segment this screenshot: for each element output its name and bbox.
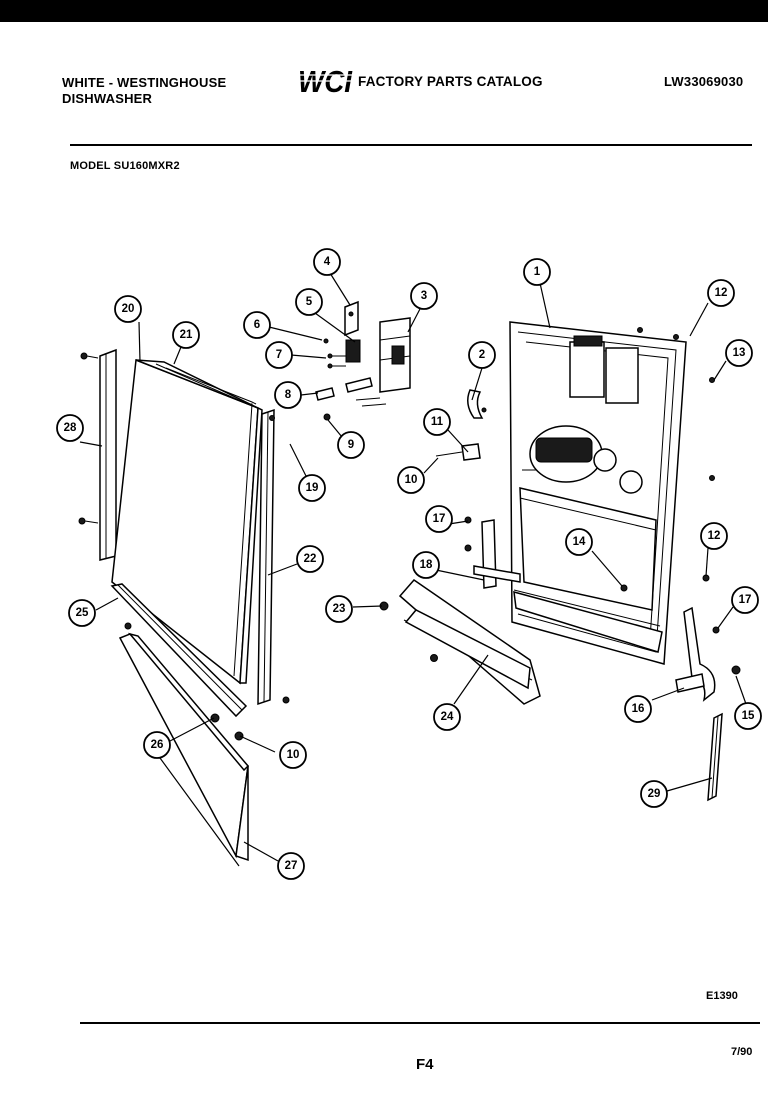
brand-line-1: WHITE - WESTINGHOUSE [62, 75, 227, 90]
door-liner-gasket [155, 363, 257, 677]
svg-text:19: 19 [306, 482, 319, 494]
svg-text:13: 13 [733, 347, 746, 359]
leader-lines [79, 272, 747, 867]
callout-12-upper: 12 [707, 279, 735, 307]
kick-panel [118, 622, 250, 862]
callout-12-lower: 12 [700, 522, 728, 550]
svg-text:22: 22 [304, 553, 317, 565]
callout-11: 11 [423, 408, 451, 436]
figure-code: E1390 [706, 990, 738, 1002]
svg-text:11: 11 [431, 416, 444, 428]
catalog-title: FACTORY PARTS CATALOG [358, 74, 543, 89]
callout-2: 2 [468, 341, 496, 369]
lower-console-trim [379, 579, 541, 705]
callout-29: 29 [640, 780, 668, 808]
callout-7: 7 [265, 341, 293, 369]
svg-text:2: 2 [479, 349, 485, 361]
wci-logo: WCI [296, 64, 354, 97]
svg-text:4: 4 [324, 256, 331, 268]
svg-text:17: 17 [433, 513, 446, 525]
catalog-number: LW33069030 [664, 74, 744, 89]
svg-text:14: 14 [573, 536, 586, 548]
callout-22: 22 [296, 545, 324, 573]
callout-16: 16 [624, 695, 652, 723]
footer-rule [80, 1022, 760, 1024]
callout-1: 1 [523, 258, 551, 286]
spring-and-linkage [435, 389, 521, 589]
callout-13: 13 [725, 339, 753, 367]
callout-27: 27 [277, 852, 305, 880]
callout-9: 9 [337, 431, 365, 459]
callout-17-right: 17 [731, 586, 759, 614]
brand-line-2: DISHWASHER [62, 91, 153, 106]
callout-26: 26 [143, 731, 171, 759]
svg-text:23: 23 [333, 603, 346, 615]
inner-door-liner [509, 321, 715, 665]
svg-text:26: 26 [151, 739, 164, 751]
callout-10-upper: 10 [397, 466, 425, 494]
svg-text:12: 12 [715, 287, 728, 299]
callout-3: 3 [410, 282, 438, 310]
svg-text:9: 9 [348, 439, 354, 451]
brand-block: WHITE - WESTINGHOUSE DISHWASHER [62, 75, 226, 107]
callout-4: 4 [313, 248, 341, 276]
callout-10-lower: 10 [279, 741, 307, 769]
outer-door-panel [111, 358, 263, 685]
top-black-bar [0, 0, 768, 22]
callout-15: 15 [734, 702, 762, 730]
header-rule [70, 144, 752, 146]
svg-text:3: 3 [421, 290, 427, 302]
svg-text:5: 5 [306, 296, 313, 308]
svg-text:7: 7 [276, 349, 282, 361]
callout-28: 28 [56, 414, 84, 442]
hinge-arm-right [675, 606, 741, 702]
svg-text:29: 29 [648, 788, 661, 800]
page-id: F4 [416, 1056, 434, 1073]
callout-6: 6 [243, 311, 271, 339]
callout-23: 23 [325, 595, 353, 623]
svg-text:16: 16 [632, 703, 645, 715]
callout-25: 25 [68, 599, 96, 627]
hinge-hardware [315, 300, 411, 421]
callout-20: 20 [114, 295, 142, 323]
svg-text:25: 25 [76, 607, 89, 619]
revision-date: 7/90 [731, 1046, 753, 1058]
svg-text:20: 20 [122, 303, 135, 315]
callout-17-left: 17 [425, 505, 453, 533]
callout-8: 8 [274, 381, 302, 409]
svg-text:18: 18 [420, 559, 433, 571]
door-side-trim-right [257, 408, 290, 706]
svg-text:15: 15 [742, 710, 755, 722]
svg-text:10: 10 [287, 749, 300, 761]
svg-text:6: 6 [254, 319, 260, 331]
svg-text:27: 27 [285, 860, 298, 872]
svg-text:24: 24 [441, 711, 454, 723]
callout-21: 21 [172, 321, 200, 349]
svg-text:12: 12 [708, 530, 721, 542]
door-bottom-trim [110, 583, 248, 718]
callout-19: 19 [298, 474, 326, 502]
callout-18: 18 [412, 551, 440, 579]
svg-text:28: 28 [64, 422, 77, 434]
door-balance-link [707, 712, 723, 802]
svg-text:1: 1 [534, 266, 541, 278]
callout-5: 5 [295, 288, 323, 316]
svg-text:17: 17 [739, 594, 752, 606]
door-trim-strip-left [78, 348, 117, 561]
svg-text:8: 8 [285, 389, 292, 401]
model-number: MODEL SU160MXR2 [70, 160, 180, 172]
callout-14: 14 [565, 528, 593, 556]
svg-text:21: 21 [180, 329, 193, 341]
callout-24: 24 [433, 703, 461, 731]
svg-text:10: 10 [405, 474, 418, 486]
